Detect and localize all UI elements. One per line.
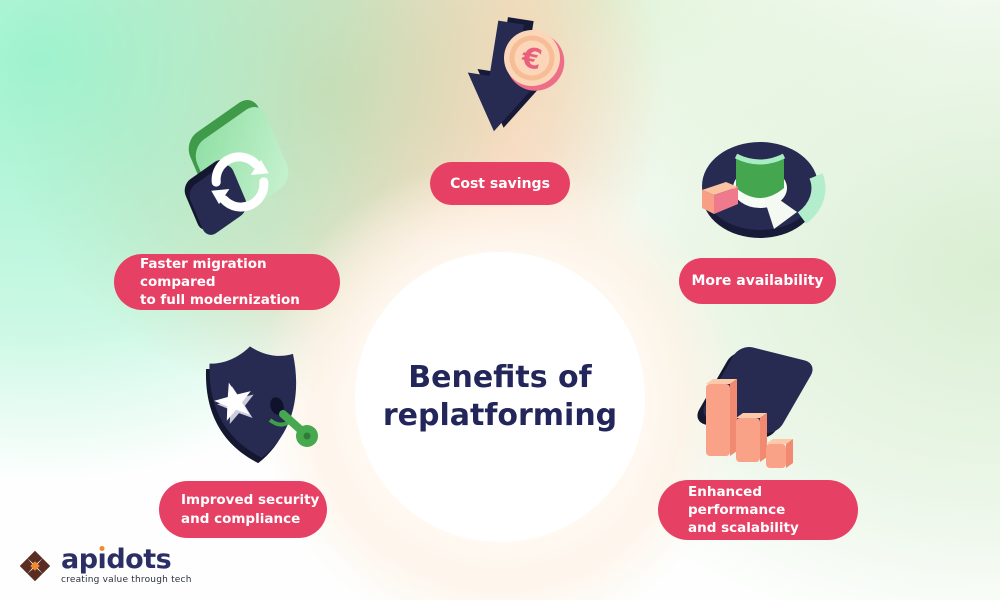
benefit-pill-more-availability: More availability bbox=[679, 258, 836, 304]
title-line-1: Benefits of bbox=[408, 359, 592, 395]
page-title: Benefits of replatforming bbox=[383, 359, 617, 436]
benefit-label-line-1: Improved security bbox=[181, 492, 320, 509]
benefit-label: More availability bbox=[691, 273, 824, 289]
euro-coin-down-arrow-icon: € bbox=[438, 14, 568, 150]
benefit-label-line-1: Enhanced performance bbox=[688, 483, 786, 518]
sync-arrows-icon bbox=[176, 90, 312, 240]
wordmark-i: ı bbox=[98, 546, 107, 573]
benefit-pill-faster-migration: Faster migration compared to full modern… bbox=[114, 254, 340, 310]
wordmark-part-2: dots bbox=[106, 544, 172, 575]
shield-key-icon bbox=[186, 334, 326, 474]
benefit-pill-enhanced-performance: Enhanced performance and scalability bbox=[658, 480, 858, 540]
orange-i-dot bbox=[99, 546, 105, 551]
benefit-label-line-2: and compliance bbox=[181, 510, 301, 527]
logo-tagline: creating value through tech bbox=[61, 575, 192, 585]
benefit-label-line-1: Faster migration compared bbox=[140, 255, 267, 290]
bar-chart-icon bbox=[696, 330, 816, 470]
benefit-label-line-2: and scalability bbox=[688, 520, 799, 537]
donut-chart-icon bbox=[694, 132, 826, 244]
title-line-2: replatforming bbox=[382, 398, 618, 433]
wordmark-part-1: ap bbox=[61, 544, 98, 575]
benefit-pill-improved-security: Improved security and compliance bbox=[159, 481, 327, 538]
wordmark-i-stem: ı bbox=[97, 544, 107, 575]
benefit-label: Cost savings bbox=[450, 175, 550, 192]
center-circle: Benefits of replatforming bbox=[355, 252, 645, 542]
benefit-label-line-2: to full modernization bbox=[140, 292, 300, 309]
apidots-logo-mark bbox=[19, 550, 51, 581]
benefit-pill-cost-savings: Cost savings bbox=[430, 162, 570, 205]
